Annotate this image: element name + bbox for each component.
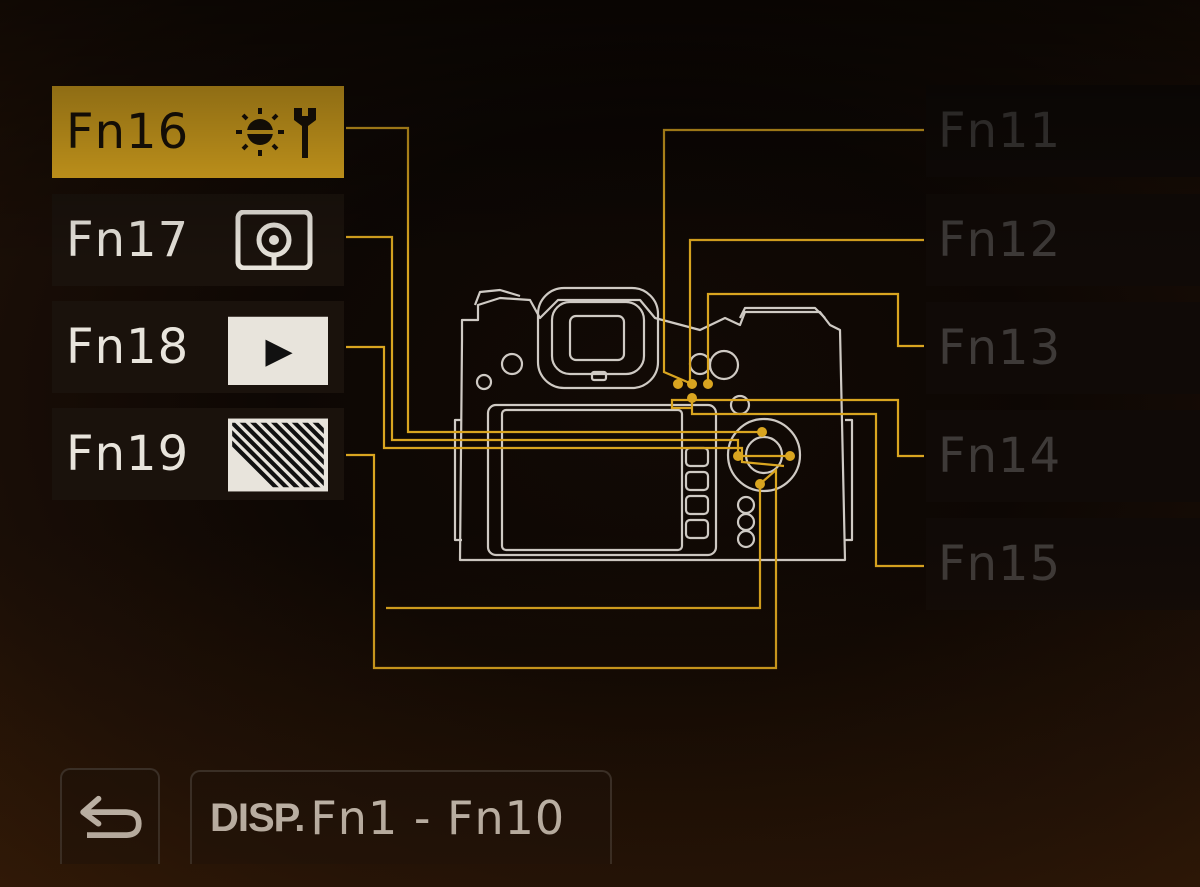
fn15-label: Fn15 <box>938 536 1062 592</box>
camera-outline <box>453 286 854 562</box>
brightness-wrench-icon <box>236 108 316 158</box>
disp-key-label: DISP. <box>210 795 305 840</box>
fn15-button[interactable]: Fn15 <box>926 518 1200 610</box>
leader-lines <box>346 126 924 670</box>
fn19-label: Fn19 <box>66 426 190 482</box>
fn11-button[interactable]: Fn11 <box>926 85 1200 177</box>
zebra-pattern-icon <box>228 418 328 492</box>
fn14-button[interactable]: Fn14 <box>926 410 1200 502</box>
playback-icon <box>228 316 328 385</box>
return-arrow-icon <box>80 795 142 839</box>
fn16-label: Fn16 <box>66 104 190 160</box>
fn18-button[interactable]: Fn18 <box>52 301 344 393</box>
fn13-label: Fn13 <box>938 320 1062 376</box>
fn13-button[interactable]: Fn13 <box>926 302 1200 394</box>
fn12-label: Fn12 <box>938 212 1062 268</box>
fn11-label: Fn11 <box>938 103 1062 159</box>
disp-fn1-fn10-button[interactable]: DISP. Fn1 - Fn10 <box>190 770 612 864</box>
fn17-button[interactable]: Fn17 <box>52 194 344 286</box>
fn14-label: Fn14 <box>938 428 1062 484</box>
fn19-button[interactable]: Fn19 <box>52 408 344 500</box>
disp-target-label: Fn1 - Fn10 <box>310 791 566 845</box>
fn12-button[interactable]: Fn12 <box>926 194 1200 286</box>
fn16-button[interactable]: Fn16 <box>52 86 344 178</box>
fn18-label: Fn18 <box>66 319 190 375</box>
fn17-label: Fn17 <box>66 212 190 268</box>
back-button[interactable] <box>60 768 160 864</box>
metering-mode-icon <box>235 210 313 270</box>
